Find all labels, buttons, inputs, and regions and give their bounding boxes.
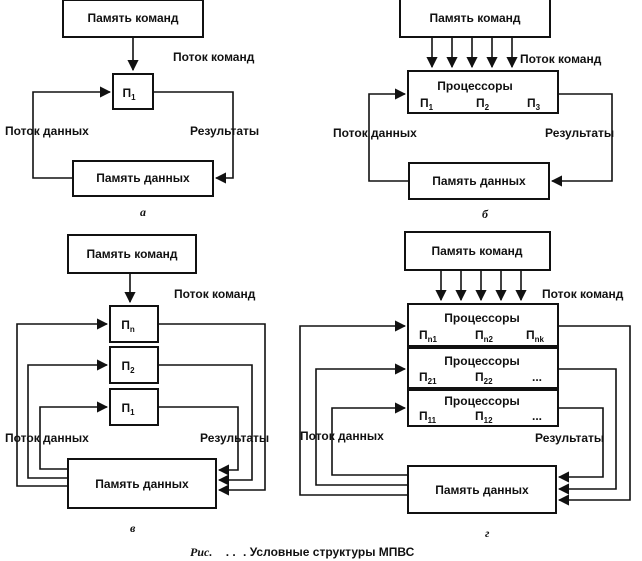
- data-memory-label: Память данных: [435, 483, 529, 497]
- results-line-n: [158, 323, 266, 496]
- processor-box: [112, 73, 154, 110]
- processors-row-1-label: Процессоры: [444, 394, 519, 408]
- panel-d: Память команд Поток команд Процессоры Пn…: [299, 231, 631, 540]
- data-stream-line-n: [299, 320, 408, 496]
- instruction-memory-box: [404, 231, 551, 271]
- instruction-memory-box: [62, 0, 204, 38]
- processors-row-1-box: [407, 389, 559, 427]
- results-label: Результаты: [200, 431, 269, 445]
- processor-pnk: Пnk: [526, 328, 545, 344]
- instruction-stream-label: Поток команд: [542, 287, 624, 301]
- processor-p2-label: П2: [121, 359, 135, 375]
- processors-row-n-label: Процессоры: [444, 311, 519, 325]
- instruction-memory-label: Память команд: [87, 11, 178, 25]
- processor-p21: П21: [419, 370, 437, 386]
- panel-letter-a: а: [140, 205, 146, 219]
- processor-pn-label: Пn: [121, 318, 135, 334]
- results-label: Результаты: [545, 126, 614, 140]
- results-label: Результаты: [190, 124, 259, 138]
- results-label: Результаты: [535, 431, 604, 445]
- data-memory-label: Память данных: [96, 171, 190, 185]
- panel-a: Память команд Поток команд П1 Память дан…: [5, 0, 259, 219]
- instruction-memory-box: [399, 0, 551, 38]
- processors-row-2-label: Процессоры: [444, 354, 519, 368]
- data-stream-line: [368, 88, 409, 182]
- processor-row-1-ellipsis: ...: [532, 409, 542, 423]
- processor-row-2-ellipsis: ...: [532, 370, 542, 384]
- instruction-memory-label: Память команд: [86, 247, 177, 261]
- data-stream-label: Поток данных: [5, 124, 89, 138]
- processors-label: Процессоры: [437, 79, 512, 93]
- panel-letter-c: в: [130, 521, 136, 535]
- processor-pn1: Пn1: [419, 328, 438, 344]
- processors-box: [407, 70, 559, 114]
- data-memory-label: Память данных: [95, 477, 189, 491]
- data-stream-label: Поток данных: [333, 126, 417, 140]
- panel-letter-d: г: [485, 526, 490, 540]
- instruction-stream-label: Поток команд: [520, 52, 602, 66]
- processors-row-n-box: [407, 303, 559, 347]
- processor-p1-label: П1: [121, 401, 135, 417]
- data-memory-box: [67, 458, 217, 509]
- data-stream-line: [32, 86, 112, 179]
- data-stream-label: Поток данных: [300, 429, 384, 443]
- data-stream-line-2: [27, 359, 109, 479]
- panel-letter-b: б: [482, 207, 489, 221]
- results-line-2: [158, 364, 253, 486]
- processor-p1-box: [109, 388, 159, 426]
- results-line: [153, 91, 234, 184]
- processor-pn-box: [109, 305, 159, 343]
- processor-p2-box: [109, 346, 159, 384]
- processor-p11: П11: [419, 409, 437, 425]
- results-line-n: [557, 325, 631, 506]
- processor-p3: П3: [527, 96, 541, 112]
- data-stream-line-1: [39, 401, 109, 470]
- data-stream-line-n: [16, 318, 109, 487]
- processors-row-2-box: [407, 347, 559, 389]
- data-stream-line-1: [331, 402, 408, 476]
- results-line-1: [557, 407, 604, 483]
- instruction-stream-label: Поток команд: [173, 50, 255, 64]
- data-stream-label: Поток данных: [5, 431, 89, 445]
- instruction-memory-box: [67, 234, 197, 274]
- data-memory-box: [72, 160, 214, 197]
- processor-label: П1: [122, 86, 136, 102]
- figure-caption: Рис. . . . Условные структуры МПВС: [190, 545, 415, 559]
- data-memory-label: Память данных: [432, 174, 526, 188]
- instruction-memory-label: Память команд: [431, 244, 522, 258]
- results-line: [550, 93, 613, 187]
- processor-p22: П22: [475, 370, 493, 386]
- results-line-1: [158, 406, 239, 476]
- instruction-stream-label: Поток команд: [174, 287, 256, 301]
- results-line-2: [557, 368, 617, 495]
- panel-b: Память команд Поток команд Процессоры П1…: [333, 0, 614, 221]
- processor-pn2: Пn2: [475, 328, 494, 344]
- data-memory-box: [407, 465, 557, 514]
- panel-c: Память команд Поток команд Пn П2 П1 Памя…: [5, 234, 269, 535]
- processor-p12: П12: [475, 409, 493, 425]
- data-stream-line-2: [315, 363, 408, 486]
- processor-p2: П2: [476, 96, 490, 112]
- processor-p1: П1: [420, 96, 434, 112]
- instruction-memory-label: Память команд: [429, 11, 520, 25]
